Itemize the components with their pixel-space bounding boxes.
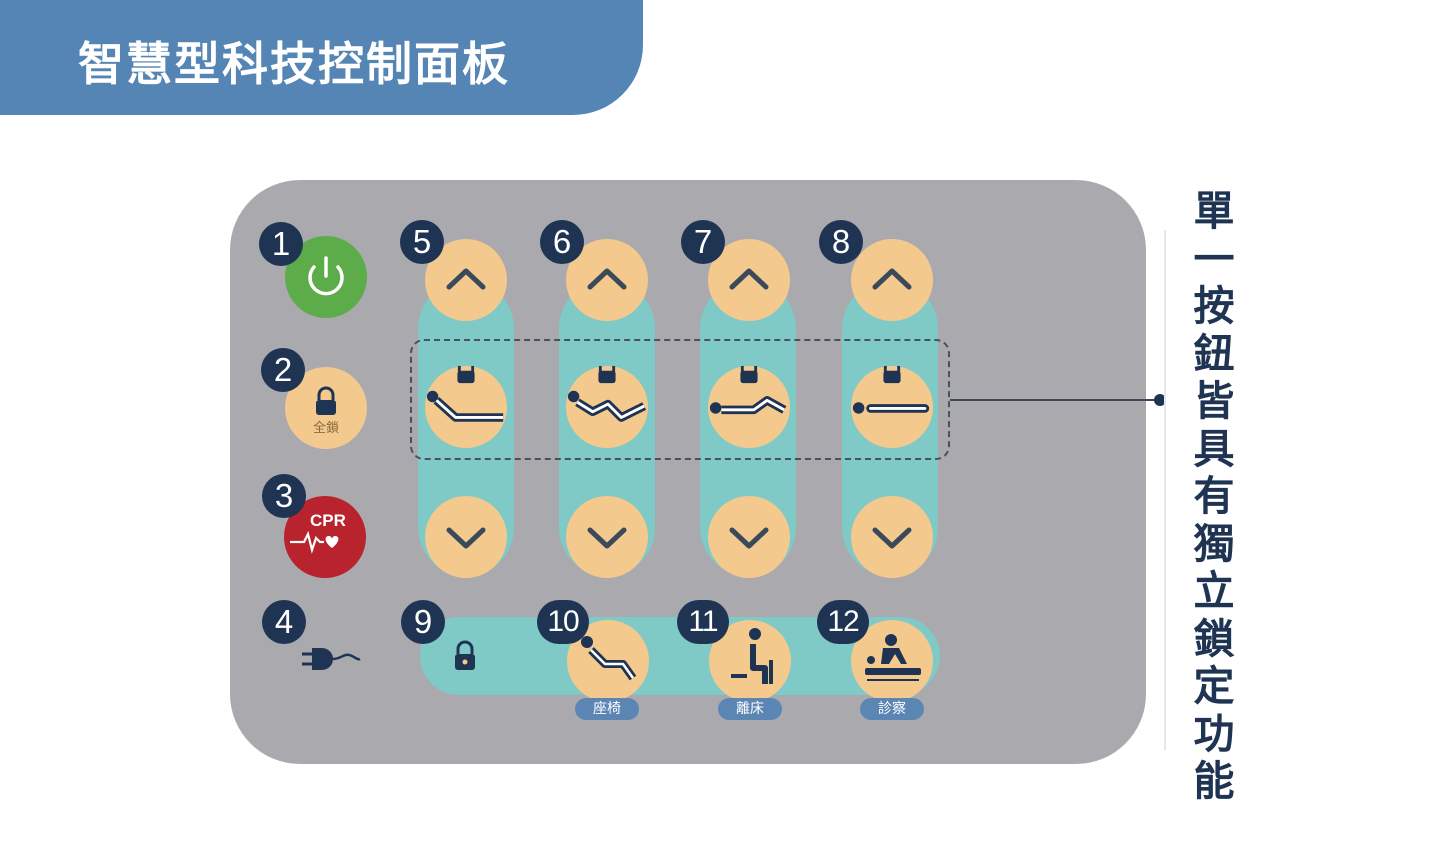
badge-4: 4	[262, 600, 306, 644]
down-button-6[interactable]	[566, 496, 648, 578]
badge-1: 1	[259, 222, 303, 266]
lock-button-8[interactable]	[851, 366, 933, 448]
up-button-8[interactable]	[851, 239, 933, 321]
feature-note: 單一按鈕皆具有獨立鎖定功能	[1193, 187, 1235, 805]
lock-button-7[interactable]	[708, 366, 790, 448]
badge-10: 10	[537, 600, 589, 644]
callout-line	[950, 399, 1160, 401]
bed-exit-label: 離床	[718, 698, 782, 720]
chair-position-icon	[581, 636, 637, 681]
chevron-down-icon	[729, 527, 769, 549]
header-banner: 智慧型科技控制面板	[0, 0, 643, 115]
badge-12: 12	[817, 600, 869, 644]
power-icon	[308, 256, 344, 296]
down-button-7[interactable]	[708, 496, 790, 578]
badge-7: 7	[681, 220, 725, 264]
chevron-down-icon	[872, 527, 912, 549]
badge-11: 11	[677, 600, 729, 644]
chevron-down-icon	[446, 527, 486, 549]
tilt-lock-icon	[852, 366, 930, 414]
chevron-down-icon	[587, 527, 627, 549]
lock-button-6[interactable]	[566, 366, 648, 448]
badge-5: 5	[400, 220, 444, 264]
cpr-heart-icon	[290, 530, 339, 554]
chevron-up-icon	[729, 268, 769, 290]
down-button-8[interactable]	[851, 496, 933, 578]
badge-9: 9	[401, 600, 445, 644]
bed-exit-icon	[731, 628, 773, 684]
knee-lock-icon	[567, 366, 647, 422]
height-lock-icon	[709, 366, 787, 415]
down-button-5[interactable]	[425, 496, 507, 578]
lock-button-5[interactable]	[425, 366, 507, 448]
cpr-label: CPR	[310, 511, 346, 530]
chevron-up-icon	[872, 268, 912, 290]
side-divider	[1164, 230, 1166, 750]
lock-all-label: 全鎖	[312, 421, 339, 436]
badge-2: 2	[261, 348, 305, 392]
lock-icon[interactable]	[450, 640, 480, 674]
page-title: 智慧型科技控制面板	[78, 37, 510, 91]
callout-dot	[1154, 394, 1166, 406]
lock-group-outline	[410, 339, 950, 460]
badge-6: 6	[540, 220, 584, 264]
exam-position-label: 診察	[860, 698, 924, 720]
chevron-up-icon	[446, 268, 486, 290]
lock-icon	[316, 386, 336, 415]
badge-3: 3	[262, 474, 306, 518]
chevron-up-icon	[587, 268, 627, 290]
badge-8: 8	[819, 220, 863, 264]
chair-position-label: 座椅	[575, 698, 639, 720]
backrest-lock-icon	[426, 366, 504, 422]
exam-position-icon	[865, 634, 921, 681]
plug-icon	[302, 648, 361, 670]
